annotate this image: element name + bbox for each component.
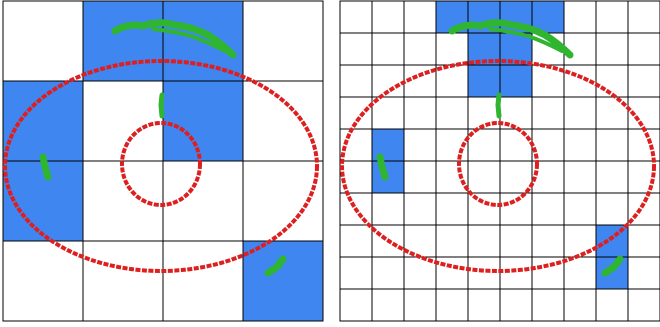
filled-cell <box>596 257 628 289</box>
filled-cell <box>3 81 83 161</box>
filled-cell <box>468 65 500 97</box>
filled-cell <box>500 65 532 97</box>
filled-cell <box>243 241 323 321</box>
filled-cell <box>3 161 83 241</box>
filled-cell <box>163 81 243 161</box>
